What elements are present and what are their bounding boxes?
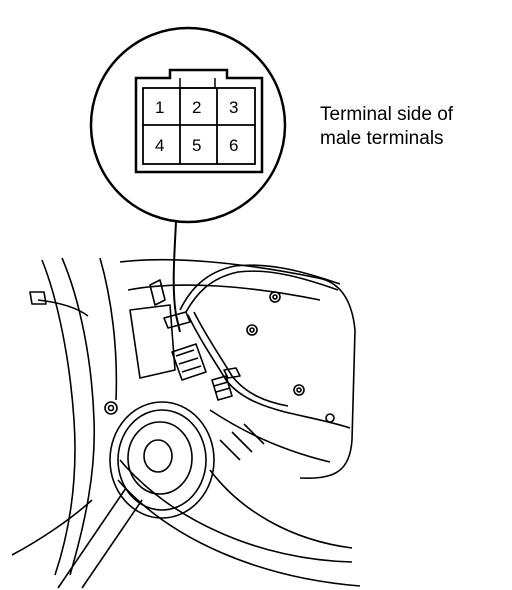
terminal-2-label: 2: [192, 98, 201, 117]
terminal-grid: [142, 87, 256, 165]
terminal-6-label: 6: [229, 136, 238, 155]
terminal-side-caption: Terminal side of male terminals: [320, 103, 505, 151]
door-inner-panel: [11, 257, 361, 589]
connector-housing: [134, 68, 264, 174]
terminal-4-label: 4: [155, 136, 164, 155]
terminal-1-label: 1: [155, 98, 164, 117]
connector-callout: 1 2 3 4 5 6: [89, 26, 287, 224]
terminal-3-label: 3: [229, 98, 238, 117]
terminal-5-label: 5: [192, 136, 201, 155]
callout-leader-line: [172, 221, 181, 333]
caption-line-1: Terminal side of: [320, 104, 454, 125]
caption-line-2: male terminals: [320, 128, 444, 149]
